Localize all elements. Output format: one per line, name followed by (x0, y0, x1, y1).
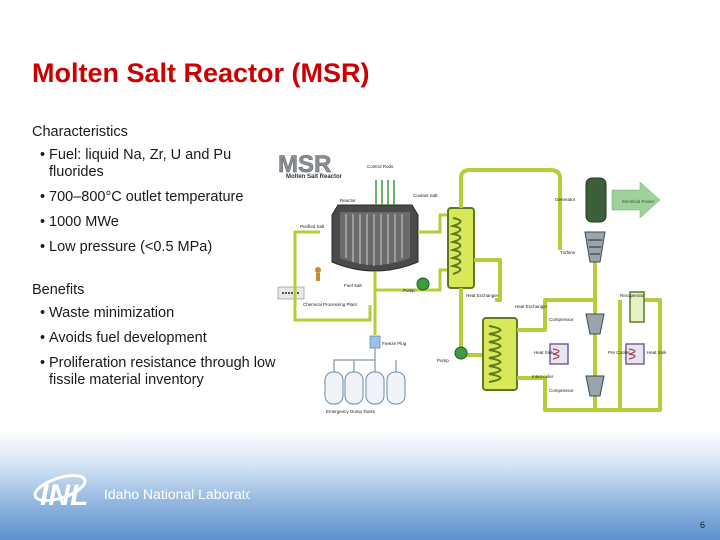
label-purified-salt: Purified Salt (300, 224, 325, 229)
footer-band (0, 430, 720, 540)
emergency-dump-tanks (324, 371, 406, 405)
label-control-rods: Control Rods (367, 164, 394, 169)
compressor-bottom (585, 375, 605, 397)
label-electrical-power: Electrical Power (622, 199, 655, 204)
label-heat-exchanger-2: Heat Exchanger (515, 304, 548, 309)
coolant-salt-loop (459, 168, 562, 302)
atom-orbit-icon (33, 474, 87, 502)
label-freeze-plug: Freeze Plug (382, 341, 407, 346)
label-compressor-bottom: Compressor (549, 388, 574, 393)
benefits-heading: Benefits (32, 282, 85, 298)
label-pre-cooler: Pre Cooler (608, 350, 630, 355)
list-item: Fuel: liquid Na, Zr, U and Pu fluorides (32, 147, 282, 181)
bullet-text-block: Characteristics Fuel: liquid Na, Zr, U a… (32, 124, 282, 397)
msr-logo-text: MSR (278, 151, 331, 178)
heat-exchanger-primary (447, 207, 475, 289)
characteristics-heading: Characteristics (32, 124, 128, 140)
msr-logo: MSR Molten Salt Reactor (278, 151, 343, 180)
label-coolant-salt: Coolant Salt (413, 193, 438, 198)
generator (585, 177, 607, 223)
label-heat-sink-left: Heat Sink (534, 350, 554, 355)
characteristics-list: Fuel: liquid Na, Zr, U and Pu fluorides … (32, 147, 282, 256)
operator-figure (315, 267, 321, 273)
list-item: 1000 MWe (32, 214, 282, 231)
compressor-top (585, 313, 605, 335)
list-item: Avoids fuel development (32, 330, 282, 347)
inl-logo-name: Idaho National Laboratory (104, 486, 250, 502)
label-heat-exchanger: Heat Exchanger (466, 293, 499, 298)
label-pump-top: Pump (403, 288, 415, 293)
recuperator (629, 291, 645, 323)
label-reactor: Reactor (340, 198, 356, 203)
label-emergency-dump-tanks: Emergency Dump Tanks (326, 409, 376, 414)
page-number: 6 (700, 520, 706, 530)
pump-icon (416, 277, 430, 291)
power-conversion-loop (517, 260, 662, 412)
list-item: Waste minimization (32, 305, 282, 322)
msr-logo-subtitle: Molten Salt Reactor (286, 174, 343, 180)
control-rods (375, 180, 395, 205)
slide-title: Molten Salt Reactor (MSR) (32, 58, 370, 88)
label-chemical-processing: Chemical Processing Plant (303, 302, 358, 307)
list-item: Proliferation resistance through low fis… (32, 355, 282, 389)
label-turbine: Turbine (560, 250, 576, 255)
purified-salt-line (293, 230, 372, 322)
freeze-plug (369, 335, 381, 349)
label-heat-sink-right: Heat Sink (647, 350, 667, 355)
label-fuel-salt: Fuel Salt (344, 283, 363, 288)
benefits-list: Waste minimization Avoids fuel developme… (32, 305, 282, 389)
inl-logo-letters: INL (40, 479, 88, 512)
electrical-power-arrow (611, 181, 661, 219)
list-item: 700–800°C outlet temperature (32, 189, 282, 206)
pump-icon (454, 346, 468, 360)
label-intercooler: Intercooler (532, 374, 554, 379)
label-pump-bottom: Pump (437, 358, 449, 363)
label-compressor-top: Compressor (549, 317, 574, 322)
list-item: Low pressure (<0.5 MPa) (32, 239, 282, 256)
label-recuperator: Recuperator (620, 293, 645, 298)
label-generator: Generator (555, 197, 576, 202)
inl-logo: INL Idaho National Laboratory (33, 474, 250, 512)
reactor-vessel (331, 204, 419, 272)
msr-schematic: MSR Molten Salt Reactor (277, 151, 667, 414)
